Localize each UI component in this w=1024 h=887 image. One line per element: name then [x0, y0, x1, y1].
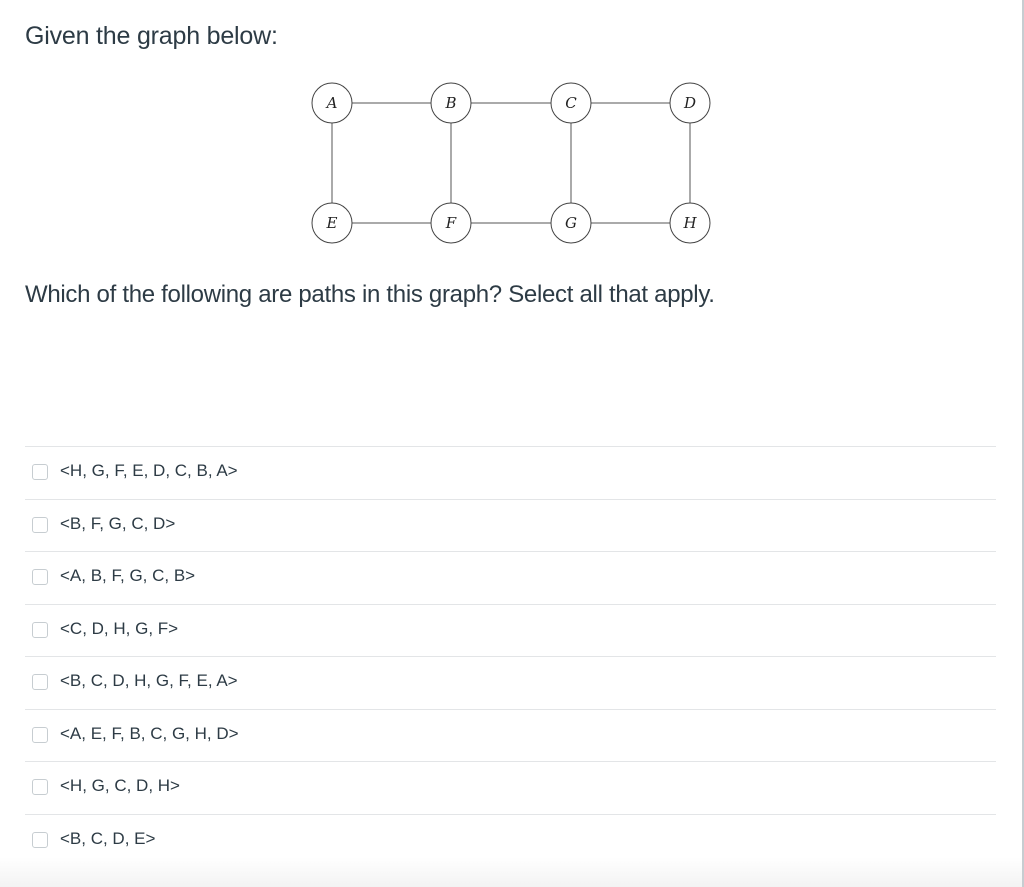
- answer-label[interactable]: <H, G, C, D, H>: [60, 776, 180, 795]
- answer-label[interactable]: <H, G, F, E, D, C, B, A>: [60, 461, 238, 480]
- checkbox[interactable]: [32, 464, 48, 480]
- svg-text:E: E: [326, 214, 338, 232]
- node-A: A: [311, 82, 353, 124]
- answer-label[interactable]: <C, D, H, G, F>: [60, 618, 179, 638]
- node-G: G: [550, 202, 592, 244]
- svg-text:A: A: [325, 94, 338, 112]
- answer-option[interactable]: <H, G, F, E, D, C, B, A>: [25, 446, 996, 499]
- checkbox[interactable]: [32, 674, 48, 690]
- answer-option[interactable]: <H, G, C, D, H>: [25, 761, 996, 814]
- answer-label[interactable]: <B, C, D, E>: [60, 828, 156, 848]
- checkbox[interactable]: [32, 621, 48, 638]
- checkbox[interactable]: [32, 726, 48, 743]
- graph-figure: A B C D E F G H: [311, 82, 711, 244]
- checkbox[interactable]: [32, 831, 48, 848]
- answer-label[interactable]: <A, E, F, B, C, G, H, D>: [60, 723, 239, 743]
- checkbox[interactable]: [32, 569, 48, 585]
- checkbox[interactable]: [32, 779, 48, 795]
- svg-text:B: B: [444, 94, 456, 112]
- node-E: E: [311, 202, 353, 244]
- answer-label[interactable]: <B, F, G, C, D>: [60, 513, 176, 533]
- answer-label[interactable]: <A, B, F, G, C, B>: [60, 566, 196, 585]
- svg-text:H: H: [682, 214, 697, 232]
- answer-label[interactable]: <B, C, D, H, G, F, E, A>: [60, 671, 238, 690]
- graph-edges: [331, 102, 691, 224]
- question-prompt: Which of the following are paths in this…: [25, 281, 715, 308]
- question-intro: Given the graph below:: [25, 22, 278, 50]
- svg-text:G: G: [565, 214, 577, 232]
- answer-option[interactable]: <B, C, D, H, G, F, E, A>: [25, 656, 996, 709]
- answer-option[interactable]: <A, E, F, B, C, G, H, D>: [25, 708, 996, 762]
- svg-text:F: F: [445, 214, 457, 232]
- checkbox[interactable]: [32, 516, 48, 533]
- answer-list: <H, G, F, E, D, C, B, A> <B, F, G, C, D>…: [25, 446, 996, 866]
- graph-nodes: A B C D E F G H: [311, 82, 711, 244]
- node-H: H: [669, 202, 711, 244]
- answer-option[interactable]: <B, C, D, E>: [25, 813, 996, 867]
- node-F: F: [430, 202, 472, 244]
- node-B: B: [430, 82, 472, 124]
- svg-text:D: D: [683, 94, 696, 112]
- svg-text:C: C: [565, 94, 577, 112]
- answer-option[interactable]: <A, B, F, G, C, B>: [25, 551, 996, 604]
- node-C: C: [550, 82, 592, 124]
- answer-option[interactable]: <B, F, G, C, D>: [25, 498, 996, 552]
- answer-option[interactable]: <C, D, H, G, F>: [25, 603, 996, 657]
- node-D: D: [669, 82, 711, 124]
- scrollbar-edge: [1022, 0, 1024, 887]
- bottom-fade: [0, 857, 1022, 887]
